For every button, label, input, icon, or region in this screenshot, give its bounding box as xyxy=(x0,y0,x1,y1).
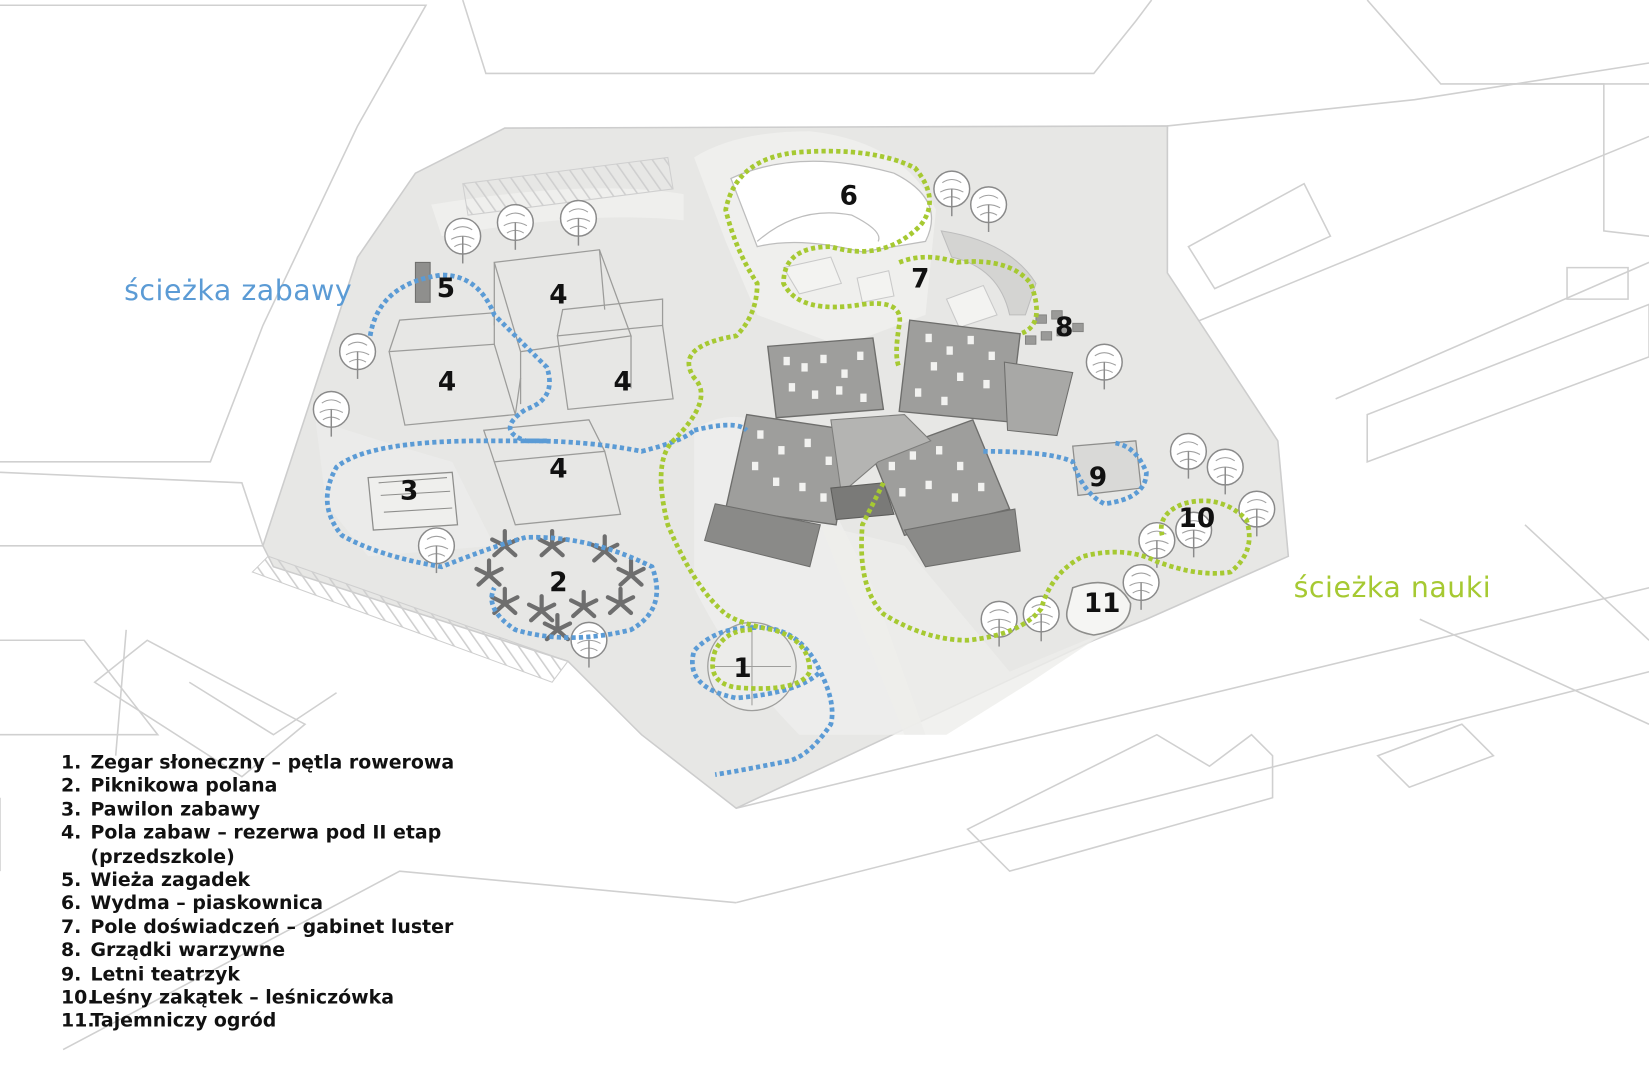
legend-item: 9. Letni teatrzyk xyxy=(61,963,454,987)
marker-9: 9 xyxy=(1089,463,1107,493)
legend-number: 8. xyxy=(60,939,82,962)
legend: 1. Zegar słoneczny – pętla rowerowa 2. Pik… xyxy=(61,752,454,1034)
legend-item: 1. Zegar słoneczny – pętla rowerowa xyxy=(61,752,454,776)
learn-path xyxy=(658,148,1252,691)
legend-text: Grządki warzywne xyxy=(90,939,286,962)
legend-text: Pawilon zabawy xyxy=(90,798,261,821)
legend-number: 7. xyxy=(60,916,82,939)
marker-11: 11 xyxy=(1084,589,1121,619)
marker-6: 6 xyxy=(840,182,858,212)
marker-10: 10 xyxy=(1179,504,1216,534)
legend-item: 5. Wieża zagadek xyxy=(61,869,454,893)
legend-text: Zegar słoneczny – pętla rowerowa xyxy=(90,751,455,774)
marker-4a: 4 xyxy=(549,280,567,310)
marker-5: 5 xyxy=(437,274,455,304)
play-path-label: ścieżka zabawy xyxy=(124,274,353,308)
legend-item: 11.Tajemniczy ogród xyxy=(61,1010,454,1034)
school-building xyxy=(703,319,1074,568)
legend-text: Leśny zakątek – leśniczówka xyxy=(90,986,394,1009)
legend-number: 9. xyxy=(60,963,82,986)
legend-number: 3. xyxy=(60,798,82,821)
marker-8: 8 xyxy=(1055,313,1073,343)
legend-number: 2. xyxy=(60,775,82,798)
legend-number: 10. xyxy=(60,986,95,1009)
legend-text: Letni teatrzyk xyxy=(90,963,240,986)
legend-text: Wydma – piaskownica xyxy=(90,892,323,915)
legend-number: 1. xyxy=(60,751,82,774)
legend-text: Pole doświadczeń – gabinet luster xyxy=(90,916,454,939)
marker-4c: 4 xyxy=(613,367,631,397)
marker-7: 7 xyxy=(911,265,929,295)
marker-4b: 4 xyxy=(438,367,456,397)
learn-path-label: ścieżka nauki xyxy=(1293,572,1492,605)
map-markers: 1 2 3 4 4 4 4 5 6 7 8 9 10 11 xyxy=(400,182,1215,684)
marker-4d: 4 xyxy=(549,455,567,485)
reserve-field-outlines xyxy=(388,249,674,526)
legend-item: 10.Leśny zakątek – leśniczówka xyxy=(61,987,454,1011)
marker-1: 1 xyxy=(733,654,751,684)
legend-text: Tajemniczy ogród xyxy=(90,1010,277,1033)
legend-item: 6. Wydma – piaskownica xyxy=(61,893,454,917)
legend-text: Wieża zagadek xyxy=(90,869,251,892)
legend-item: 7. Pole doświadczeń – gabinet luster xyxy=(61,916,454,940)
legend-number: 11. xyxy=(60,1010,95,1033)
legend-item: 3. Pawilon zabawy xyxy=(61,799,454,823)
marker-3: 3 xyxy=(400,477,418,507)
legend-text: Pola zabaw – rezerwa pod II etap (przeds… xyxy=(90,822,442,868)
marker-2: 2 xyxy=(549,568,567,598)
legend-item: 8. Grządki warzywne xyxy=(61,940,454,964)
legend-number: 6. xyxy=(60,892,82,915)
legend-item: 4. Pola zabaw – rezerwa pod II etap (prze… xyxy=(61,822,454,869)
legend-item: 2. Piknikowa polana xyxy=(61,775,454,799)
legend-text: Piknikowa polana xyxy=(90,775,278,798)
legend-number: 4. xyxy=(60,822,82,845)
legend-number: 5. xyxy=(60,869,82,892)
